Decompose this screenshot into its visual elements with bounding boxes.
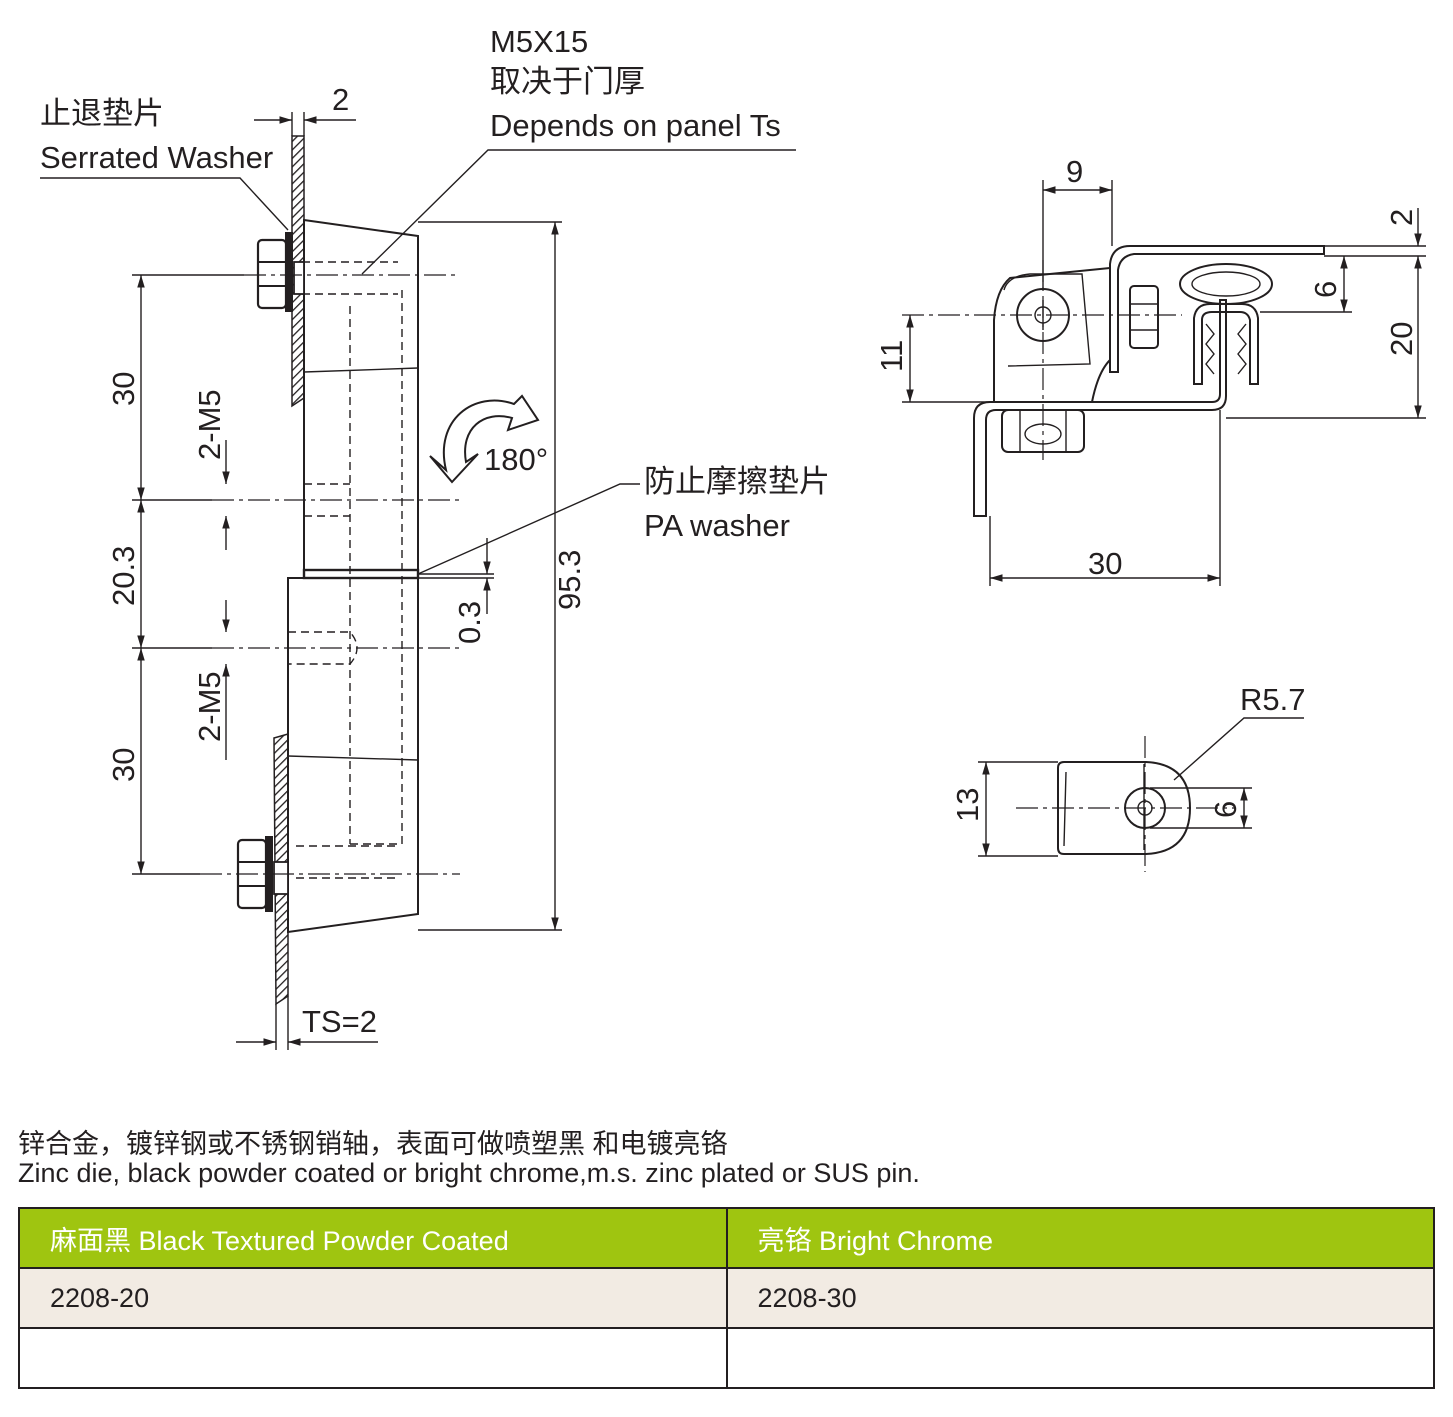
front-view: 2 止退垫片 Serrated Washer M5X15 取决于门厚 Depen… [40,24,830,1050]
side-view: 9 2 6 20 11 30 [874,154,1426,586]
label-screw-note-en: Depends on panel Ts [490,108,781,143]
label-pa-washer-zh: 防止摩擦垫片 [644,464,830,499]
dim-knuckle-radius: R5.7 [1240,682,1305,717]
table-cell-empty [18,1327,728,1389]
dim-width: 30 [1088,546,1122,581]
side-hex-nut-upper [1129,285,1159,349]
label-serrated-washer-zh: 止退垫片 [40,96,164,131]
header-black-textured: 麻面黑 Black Textured Powder Coated [18,1207,728,1269]
label-screw-spec: M5X15 [490,24,588,59]
dim-pivot-height: 11 [874,340,909,372]
hex-nut-upper [256,238,305,310]
pa-washer [302,568,420,580]
serrated-washer-upper [285,232,293,312]
table-header-row: 麻面黑 Black Textured Powder Coated 亮铬 Brig… [18,1207,1435,1269]
dim-knuckle-hole: 6 [1208,801,1243,818]
dim-middle-spacing: 20.3 [106,546,141,606]
table-row [18,1327,1435,1389]
knuckle-body [1057,761,1192,855]
dim-washer-gap: 2 [332,82,349,117]
side-hinge-body [993,266,1111,403]
table-cell-black-part: 2208-20 [18,1267,728,1329]
rotation-arrow-icon [429,394,540,484]
dim-flange-thickness: 2 [1384,209,1419,226]
dim-height: 20 [1384,322,1419,356]
dim-lower-thread: 2-M5 [192,671,227,742]
label-screw-note-zh: 取决于门厚 [490,64,645,99]
rubber-seal [1179,263,1273,385]
description-zh: 锌合金，镀锌钢或不锈钢销轴，表面可做喷塑黑 和电镀亮铬 [18,1129,728,1159]
label-pa-washer-en: PA washer [644,508,790,543]
technical-drawing: 2 止退垫片 Serrated Washer M5X15 取决于门厚 Depen… [40,24,1426,1050]
dim-bracket-offset: 6 [1308,281,1343,298]
dim-thickness: TS=2 [302,1004,377,1039]
label-serrated-washer-en: Serrated Washer [40,140,273,175]
label-rotation: 180° [484,442,548,477]
knuckle-view: R5.7 13 6 [950,682,1305,872]
dim-lower-spacing: 30 [106,748,141,782]
upper-hinge-body [303,218,419,575]
side-bracket-lower [973,299,1227,517]
description-en: Zinc die, black powder coated or bright … [18,1158,920,1188]
dim-upper-thread: 2-M5 [192,389,227,460]
table-row: 2208-20 2208-30 [18,1267,1435,1329]
finish-table: 麻面黑 Black Textured Powder Coated 亮铬 Brig… [18,1207,1435,1389]
table-cell-empty [725,1327,1435,1389]
dim-upper-spacing: 30 [106,372,141,406]
dim-top-offset: 9 [1066,154,1083,189]
lower-hinge-body [287,577,419,934]
table-cell-chrome-part: 2208-30 [725,1267,1435,1329]
dim-clearance: 0.3 [452,601,487,644]
header-bright-chrome: 亮铬 Bright Chrome [725,1207,1435,1269]
side-bracket-upper [1109,245,1325,373]
dim-overall-height: 95.3 [552,550,587,610]
dim-knuckle-height: 13 [950,788,985,822]
serrated-washer-lower [265,836,273,912]
